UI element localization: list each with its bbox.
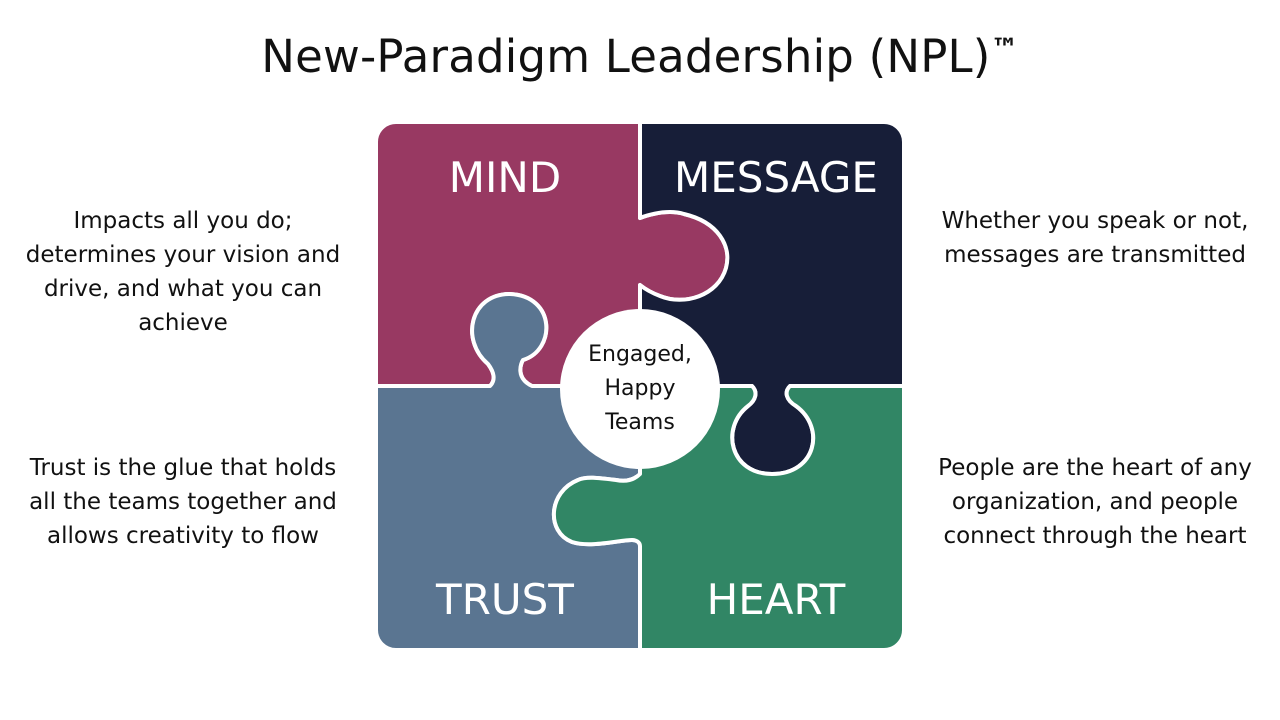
mind-label: MIND <box>449 153 561 202</box>
mind-description: Impacts all you do; determines your visi… <box>10 204 356 340</box>
center-label-line: Teams <box>604 410 675 435</box>
message-description: Whether you speak or not, messages are t… <box>920 204 1270 272</box>
mind-description-line: achieve <box>138 310 228 336</box>
heart-label: HEART <box>707 575 846 624</box>
center-circle <box>560 309 720 469</box>
page-title: New-Paradigm Leadership (NPL)™ <box>0 30 1280 83</box>
trust-description-line: all the teams together and <box>29 489 337 515</box>
trust-description: Trust is the glue that holds all the tea… <box>10 451 356 553</box>
trust-description-line: allows creativity to flow <box>46 523 319 549</box>
message-label: MESSAGE <box>674 153 878 202</box>
message-description-line: messages are transmitted <box>944 242 1246 268</box>
center-label-line: Engaged, <box>588 342 692 367</box>
title-text: New-Paradigm Leadership (NPL) <box>261 30 991 83</box>
mind-description-line: determines your vision and <box>25 242 341 268</box>
trademark-symbol: ™ <box>990 32 1019 65</box>
mind-description-line: drive, and what you can <box>43 276 323 302</box>
mind-description-line: Impacts all you do; <box>73 208 293 234</box>
trust-description-line: Trust is the glue that holds <box>29 455 337 481</box>
heart-description-line: People are the heart of any <box>938 455 1252 481</box>
center-label-line: Happy <box>605 376 676 401</box>
heart-description-line: organization, and people <box>951 489 1239 515</box>
message-description-line: Whether you speak or not, <box>941 208 1249 234</box>
heart-description: People are the heart of any organization… <box>920 451 1270 553</box>
heart-description-line: connect through the heart <box>943 523 1247 549</box>
trust-label: TRUST <box>435 575 574 624</box>
